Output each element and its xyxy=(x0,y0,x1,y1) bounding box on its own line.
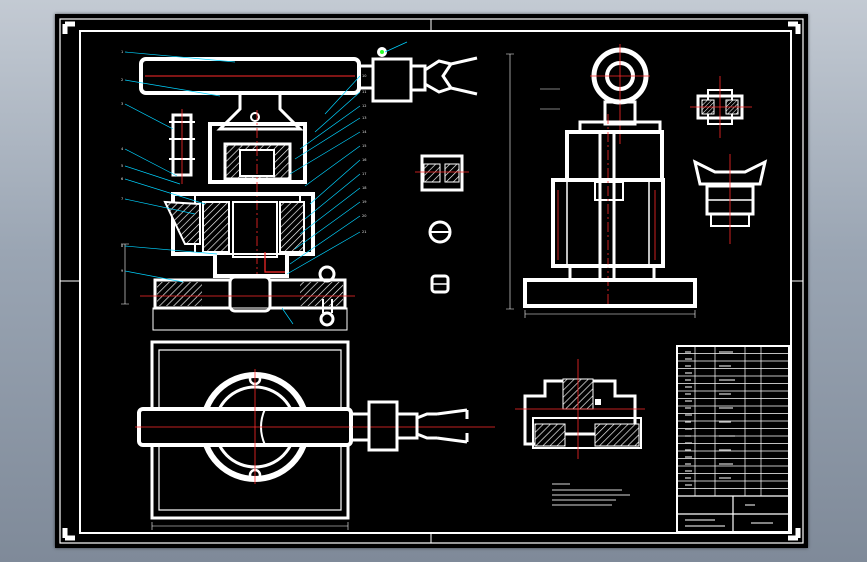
svg-text:17: 17 xyxy=(362,172,366,176)
svg-text:9: 9 xyxy=(121,269,123,273)
technical-notes xyxy=(552,483,630,506)
section-view xyxy=(515,359,645,459)
svg-text:16: 16 xyxy=(362,158,366,162)
svg-text:5: 5 xyxy=(121,164,123,168)
svg-text:4: 4 xyxy=(121,147,124,151)
svg-text:13: 13 xyxy=(362,116,366,120)
svg-text:2: 2 xyxy=(121,78,123,82)
svg-text:12: 12 xyxy=(362,104,366,108)
svg-text:19: 19 xyxy=(362,200,366,204)
svg-text:3: 3 xyxy=(121,102,123,106)
part-leader-lines xyxy=(124,41,408,325)
svg-text:10: 10 xyxy=(362,74,366,78)
svg-text:8: 8 xyxy=(121,244,123,248)
svg-text:14: 14 xyxy=(362,130,367,134)
section-details xyxy=(415,154,469,294)
sheet-frame xyxy=(59,18,804,544)
svg-text:1: 1 xyxy=(121,50,123,54)
title-block xyxy=(676,345,790,533)
top-view xyxy=(135,340,495,530)
svg-text:18: 18 xyxy=(362,186,366,190)
side-view xyxy=(506,44,697,318)
svg-text:7: 7 xyxy=(121,197,123,201)
svg-text:21: 21 xyxy=(362,230,366,234)
detail-views xyxy=(690,76,768,244)
svg-text:20: 20 xyxy=(362,214,366,218)
svg-text:15: 15 xyxy=(362,144,366,148)
svg-text:11: 11 xyxy=(362,90,366,94)
svg-text:6: 6 xyxy=(121,177,123,181)
front-view xyxy=(121,47,478,331)
